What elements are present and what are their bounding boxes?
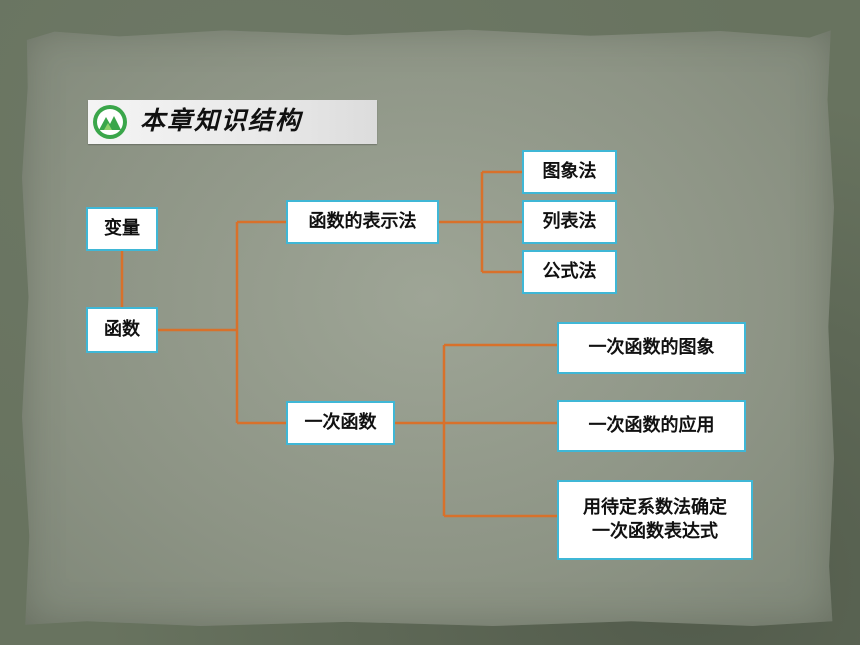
- node-tuxiangfa: 图象法: [522, 150, 617, 194]
- node-daidingxishu: 用待定系数法确定 一次函数表达式: [557, 480, 753, 560]
- node-liebiaofa: 列表法: [522, 200, 617, 244]
- node-bianliang: 变量: [86, 207, 158, 251]
- node-hanshu: 函数: [86, 307, 158, 353]
- section-header: 本章知识结构: [88, 100, 377, 144]
- node-gongshifa: 公式法: [522, 250, 617, 294]
- node-yici-tuxiang: 一次函数的图象: [557, 322, 746, 374]
- node-yicihanshu: 一次函数: [286, 401, 395, 445]
- node-yici-yingyong: 一次函数的应用: [557, 400, 746, 452]
- header-title: 本章知识结构: [140, 106, 303, 135]
- node-biaoshifa: 函数的表示法: [286, 200, 439, 244]
- mountain-logo-icon: [93, 105, 127, 139]
